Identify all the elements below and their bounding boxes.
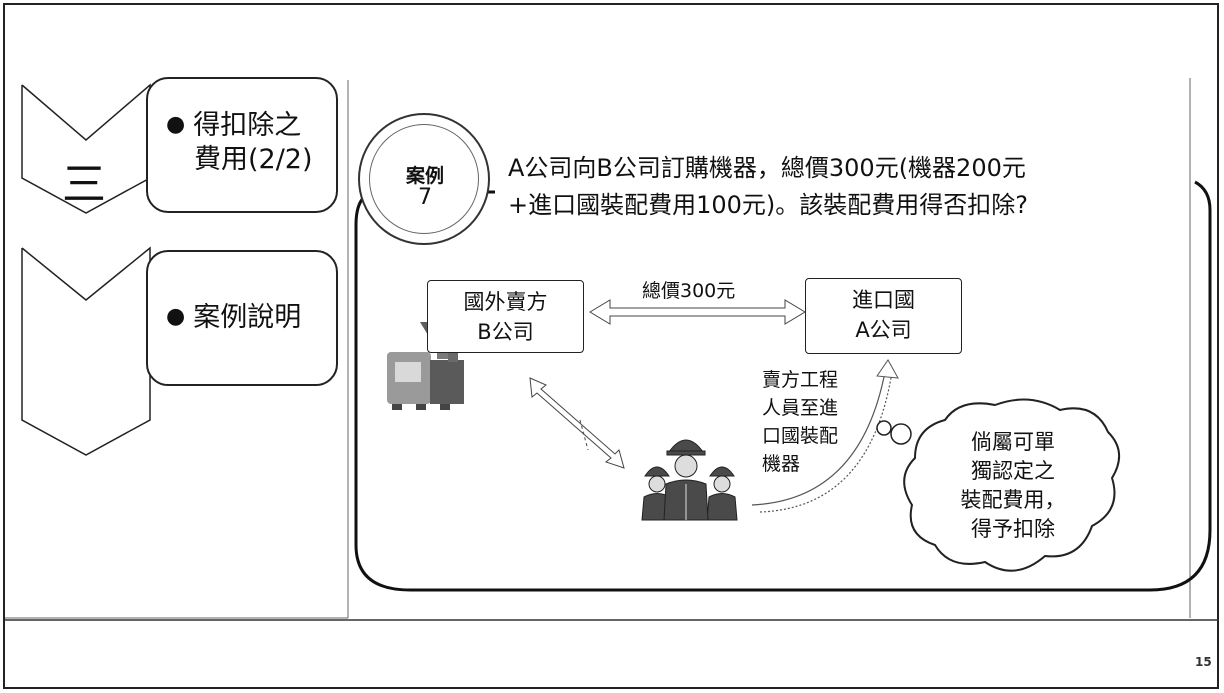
diagonal-double-arrow-icon (529, 377, 625, 469)
chapter-numeral: 三 (62, 159, 108, 210)
chevron-shape-2 (21, 246, 151, 456)
seller-line1: 國外賣方 (463, 290, 548, 314)
engineer-note-line3: 口國裝配 (762, 425, 839, 447)
thought-line4: 得予扣除 (971, 517, 1055, 541)
case-badge-title: 案例 (405, 165, 444, 187)
bullet-expenses-line2: 費用(2/2) (194, 144, 313, 175)
bullet-box-expenses (146, 77, 338, 213)
buyer-line1: 進口國 (852, 288, 915, 312)
thought-line3: 裝配費用， (960, 488, 1066, 512)
engineer-note-line1: 賣方工程 (762, 369, 839, 391)
thought-line1: 倘屬可單 (971, 430, 1055, 454)
case-question: A公司向B公司訂購機器，總價300元(機器200元 +進口國裝配費用100元)。… (508, 150, 1168, 224)
case-question-line1: A公司向B公司訂購機器，總價300元(機器200元 (508, 154, 1026, 182)
page-number: 15 (1195, 655, 1212, 669)
bullet-expenses: ●得扣除之 費用(2/2) (166, 110, 313, 175)
bullet-case-label: 案例說明 (193, 302, 302, 333)
bullet-expenses-line1: 得扣除之 (193, 110, 302, 141)
buyer-line2: A公司 (855, 318, 912, 342)
case-badge: 案例 7 (358, 113, 490, 245)
double-arrow-icon (589, 299, 806, 325)
case-frame (354, 180, 1212, 592)
engineers-team-icon (641, 439, 738, 521)
thought-line2: 獨認定之 (971, 459, 1055, 483)
engineer-note: 賣方工程 人員至進 口國裝配 機器 (762, 366, 838, 478)
bullet-box-case (146, 250, 338, 386)
thought-text: 倘屬可單 獨認定之 裝配費用， 得予扣除 (928, 428, 1098, 544)
case-badge-inner: 案例 7 (369, 124, 479, 234)
engineer-note-line2: 人員至進 (762, 397, 839, 419)
case-badge-number: 7 (418, 185, 432, 210)
engineer-note-line4: 機器 (762, 453, 801, 475)
buyer-box: 進口國 A公司 (805, 278, 962, 354)
price-label: 總價300元 (642, 280, 736, 302)
curved-arrow-icon (751, 359, 899, 513)
case-question-line2: +進口國裝配費用100元)。該裝配費用得否扣除? (508, 191, 1029, 219)
bullet-case: ●案例說明 (166, 302, 302, 333)
seller-line2: B公司 (477, 320, 534, 344)
thought-bubble (876, 398, 1120, 572)
seller-box: 國外賣方 B公司 (427, 280, 584, 353)
slide-frame (3, 3, 1219, 689)
